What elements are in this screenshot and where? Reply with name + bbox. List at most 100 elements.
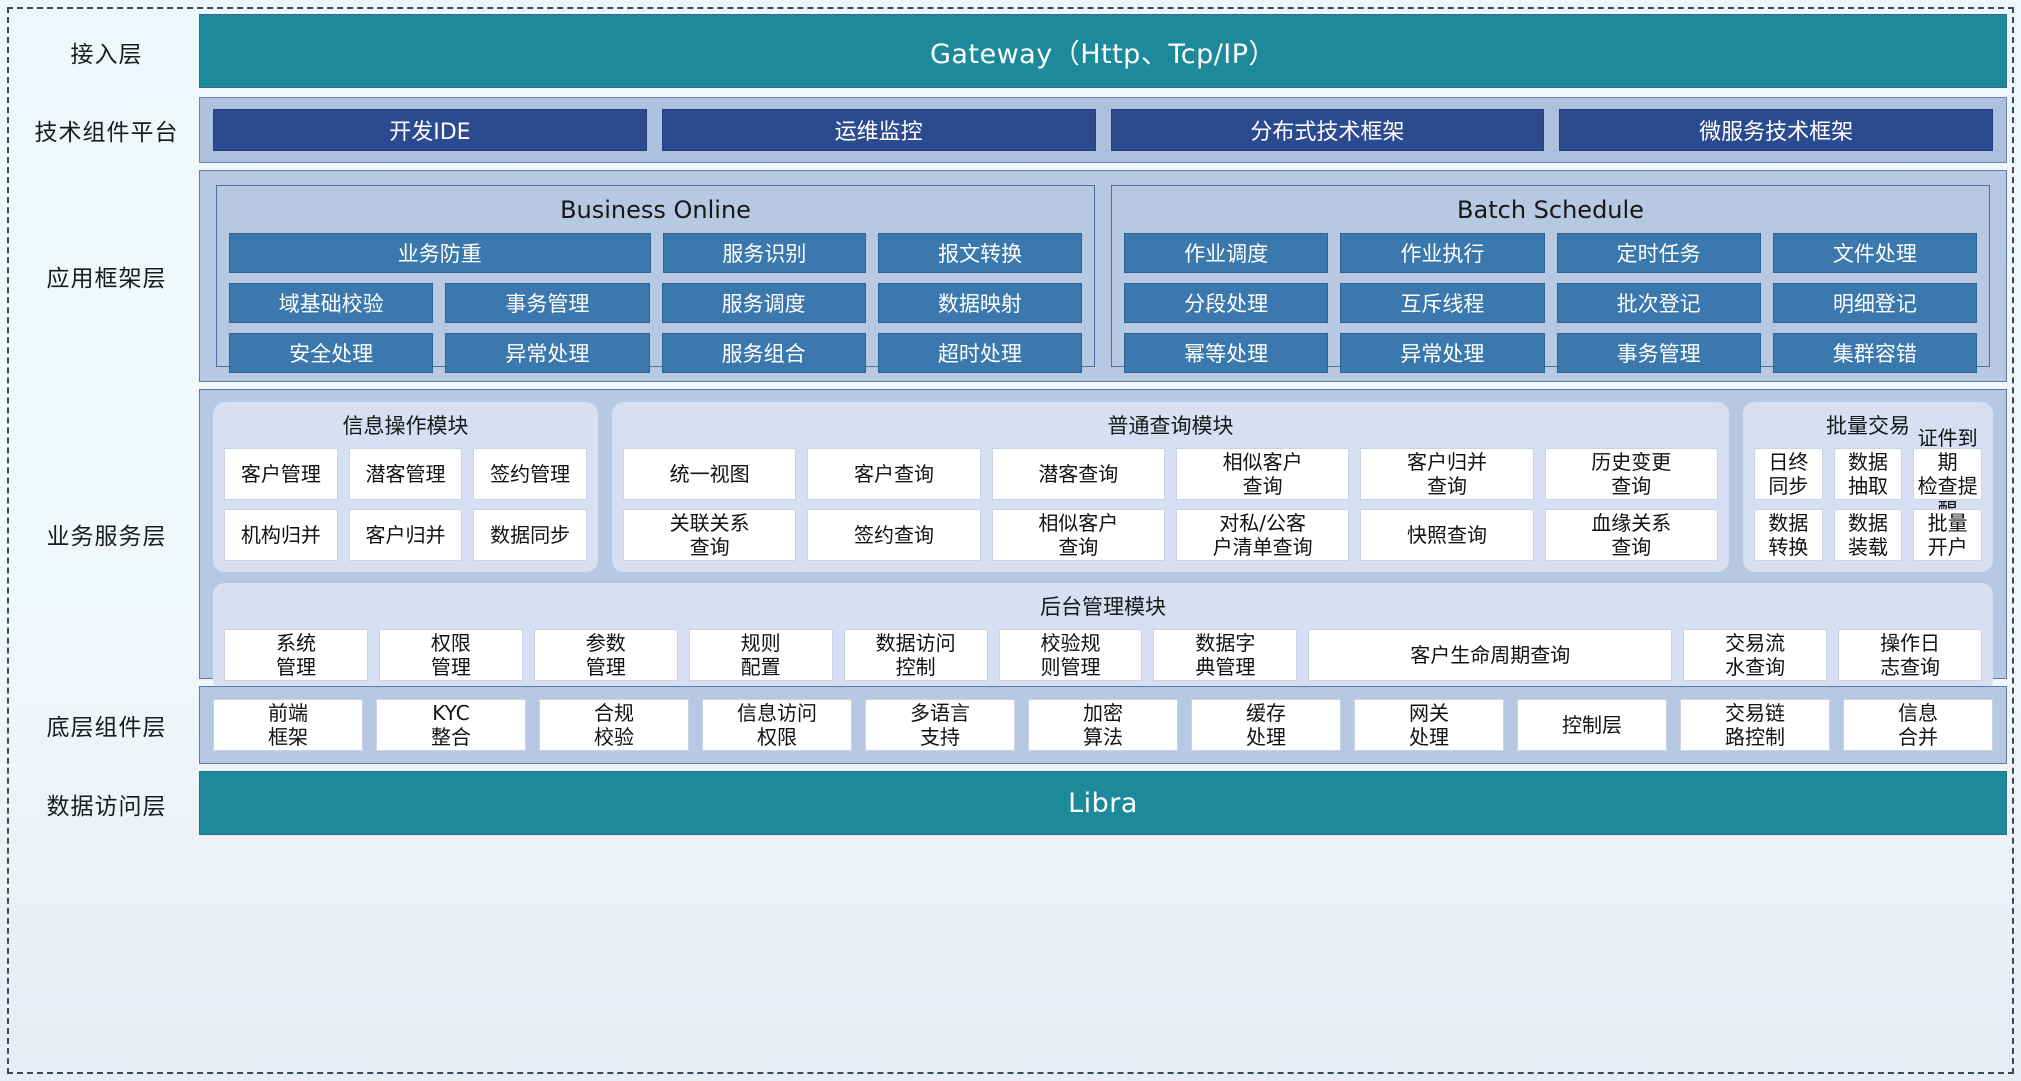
module-admin-management: 后台管理模块 系统 管理 权限 管理 参数 管理 规则 配置 数据访问 控制 校… (213, 583, 1993, 692)
chip-data-mapping[interactable]: 数据映射 (877, 283, 1082, 323)
item-customer-merge-query[interactable]: 客户归并 查询 (1360, 448, 1534, 500)
module-title-batch-transaction: 批量交易 (1826, 414, 1910, 438)
chip-file-processing[interactable]: 文件处理 (1772, 233, 1977, 273)
item-unified-view[interactable]: 统一视图 (623, 448, 797, 500)
chip-timeout-handling[interactable]: 超时处理 (877, 333, 1082, 373)
item-similar-customer-query-2[interactable]: 相似客户 查询 (991, 509, 1165, 561)
chip-mutex-thread[interactable]: 互斥线程 (1340, 283, 1545, 323)
item-snapshot-query[interactable]: 快照查询 (1360, 509, 1534, 561)
chip-cluster-fault-tolerance[interactable]: 集群容错 (1772, 333, 1977, 373)
tech-chip-ide[interactable]: 开发IDE (213, 109, 647, 151)
item-prospect-query[interactable]: 潜客查询 (991, 448, 1165, 500)
chip-timed-task[interactable]: 定时任务 (1556, 233, 1761, 273)
item-data-extraction[interactable]: 数据 抽取 (1833, 448, 1903, 500)
layer-label-business: 业务服务层 (46, 524, 167, 550)
item-batch-account-opening[interactable]: 批量 开户 (1913, 509, 1983, 561)
chip-domain-validation[interactable]: 域基础校验 (229, 283, 434, 323)
tech-platform-panel: 开发IDE 运维监控 分布式技术框架 微服务技术框架 (199, 97, 2007, 163)
item-org-merge[interactable]: 机构归并 (224, 509, 338, 561)
layer-access: 接入层 Gateway（Http、Tcp/IP） (14, 14, 2007, 90)
item-private-corporate-list-query[interactable]: 对私/公客 户清单查询 (1175, 509, 1350, 561)
module-row: 统一视图 客户查询 潜客查询 相似客户 查询 客户归并 查询 历史变更 查询 (623, 448, 1718, 500)
item-gateway-processing[interactable]: 网关 处理 (1354, 699, 1504, 751)
chip-row: 安全处理 异常处理 服务组合 超时处理 (229, 333, 1082, 373)
item-contract-management[interactable]: 签约管理 (473, 448, 588, 500)
chip-batch-registration[interactable]: 批次登记 (1556, 283, 1761, 323)
item-transaction-link-control[interactable]: 交易链 路控制 (1680, 699, 1830, 751)
chip-job-scheduling[interactable]: 作业调度 (1124, 233, 1329, 273)
chip-detail-registration[interactable]: 明细登记 (1772, 283, 1977, 323)
item-customer-merge[interactable]: 客户归并 (348, 509, 463, 561)
layer-tech-platform: 技术组件平台 开发IDE 运维监控 分布式技术框架 微服务技术框架 (14, 97, 2007, 163)
chip-row: 作业调度 作业执行 定时任务 文件处理 (1124, 233, 1977, 273)
chip-exception-handling[interactable]: 异常处理 (445, 333, 650, 373)
module-info-operations: 信息操作模块 客户管理 潜客管理 签约管理 机构归并 客户归并 (213, 402, 598, 572)
item-transaction-flow-query[interactable]: 交易流 水查询 (1683, 629, 1828, 681)
tech-chip-microservice-framework[interactable]: 微服务技术框架 (1559, 109, 1993, 151)
business-service-panel: 信息操作模块 客户管理 潜客管理 签约管理 机构归并 客户归并 (199, 389, 2007, 692)
item-permission-management[interactable]: 权限 管理 (378, 629, 523, 681)
chip-row: 域基础校验 事务管理 服务调度 数据映射 (229, 283, 1082, 323)
item-encryption-algorithm[interactable]: 加密 算法 (1028, 699, 1178, 751)
layer-label-appframework: 应用框架层 (46, 266, 167, 292)
chip-service-composition[interactable]: 服务组合 (661, 333, 866, 373)
item-info-access-permission[interactable]: 信息访问 权限 (702, 699, 852, 751)
item-info-merge[interactable]: 信息 合并 (1843, 699, 1993, 751)
item-customer-management[interactable]: 客户管理 (224, 448, 338, 500)
chip-row: 幂等处理 异常处理 事务管理 集群容错 (1124, 333, 1977, 373)
chip-service-dispatch[interactable]: 服务调度 (661, 283, 866, 323)
item-lineage-relationship-query[interactable]: 血缘关系 查询 (1544, 509, 1718, 561)
item-system-management[interactable]: 系统 管理 (224, 629, 368, 681)
item-multilanguage-support[interactable]: 多语言 支持 (865, 699, 1015, 751)
item-kyc-integration[interactable]: KYC 整合 (376, 699, 526, 751)
application-framework-panel: Business Online 业务防重 服务识别 报文转换 域基础校验 事务管… (199, 170, 2007, 382)
item-data-access-control[interactable]: 数据访问 控制 (843, 629, 988, 681)
item-similar-customer-query[interactable]: 相似客户 查询 (1175, 448, 1350, 500)
layer-base-components: 底层组件层 前端 框架 KYC 整合 合规 校验 信息访问 权限 多语言 支持 … (14, 686, 2007, 764)
item-frontend-framework[interactable]: 前端 框架 (213, 699, 363, 751)
chip-job-execution[interactable]: 作业执行 (1340, 233, 1545, 273)
item-history-change-query[interactable]: 历史变更 查询 (1544, 448, 1718, 500)
item-data-load[interactable]: 数据 装载 (1833, 509, 1903, 561)
layer-label-access: 接入层 (70, 42, 143, 68)
chip-idempotent-processing[interactable]: 幂等处理 (1124, 333, 1329, 373)
group-batch-schedule: Batch Schedule 作业调度 作业执行 定时任务 文件处理 分段处理 … (1111, 185, 1990, 373)
item-customer-lifecycle-query[interactable]: 客户生命周期查询 (1308, 629, 1673, 681)
layer-label-components: 底层组件层 (46, 715, 167, 741)
item-compliance-validation[interactable]: 合规 校验 (539, 699, 689, 751)
chip-transaction-mgmt-batch[interactable]: 事务管理 (1556, 333, 1761, 373)
chip-segment-processing[interactable]: 分段处理 (1124, 283, 1329, 323)
chip-message-transform[interactable]: 报文转换 (878, 233, 1082, 273)
item-parameter-management[interactable]: 参数 管理 (533, 629, 678, 681)
module-row: 客户管理 潜客管理 签约管理 (224, 448, 588, 500)
group-title-business-online: Business Online (560, 196, 751, 224)
item-contract-query[interactable]: 签约查询 (807, 509, 981, 561)
layer-label-data: 数据访问层 (46, 794, 167, 820)
item-data-sync[interactable]: 数据同步 (473, 509, 588, 561)
item-customer-query[interactable]: 客户查询 (807, 448, 981, 500)
chip-row: 业务防重 服务识别 报文转换 (229, 233, 1082, 273)
chip-business-dedup[interactable]: 业务防重 (229, 233, 651, 273)
chip-exception-handling-batch[interactable]: 异常处理 (1340, 333, 1545, 373)
gateway-bar[interactable]: Gateway（Http、Tcp/IP） (199, 14, 2007, 88)
libra-bar[interactable]: Libra (199, 771, 2007, 835)
item-document-expiry-reminder[interactable]: 证件到期 检查提醒 (1913, 426, 1983, 522)
module-title-general-query: 普通查询模块 (1107, 414, 1234, 438)
item-relationship-query[interactable]: 关联关系 查询 (623, 509, 797, 561)
item-validation-rule-management[interactable]: 校验规 则管理 (998, 629, 1143, 681)
group-title-batch-schedule: Batch Schedule (1457, 196, 1644, 224)
chip-service-identify[interactable]: 服务识别 (662, 233, 867, 273)
item-prospect-management[interactable]: 潜客管理 (348, 448, 463, 500)
item-eod-sync[interactable]: 日终 同步 (1754, 448, 1823, 500)
item-data-transform[interactable]: 数据 转换 (1754, 509, 1823, 561)
chip-security-processing[interactable]: 安全处理 (229, 333, 434, 373)
item-control-layer[interactable]: 控制层 (1517, 699, 1667, 751)
tech-chip-ops-monitor[interactable]: 运维监控 (661, 109, 1096, 151)
tech-chip-distributed-framework[interactable]: 分布式技术框架 (1110, 109, 1545, 151)
chip-transaction-mgmt[interactable]: 事务管理 (445, 283, 650, 323)
item-cache-processing[interactable]: 缓存 处理 (1191, 699, 1341, 751)
item-data-dictionary-management[interactable]: 数据字 典管理 (1153, 629, 1298, 681)
item-rule-configuration[interactable]: 规则 配置 (688, 629, 833, 681)
module-row: 日终 同步 数据 抽取 证件到期 检查提醒 (1754, 426, 1983, 522)
item-operation-log-query[interactable]: 操作日 志查询 (1838, 629, 1983, 681)
